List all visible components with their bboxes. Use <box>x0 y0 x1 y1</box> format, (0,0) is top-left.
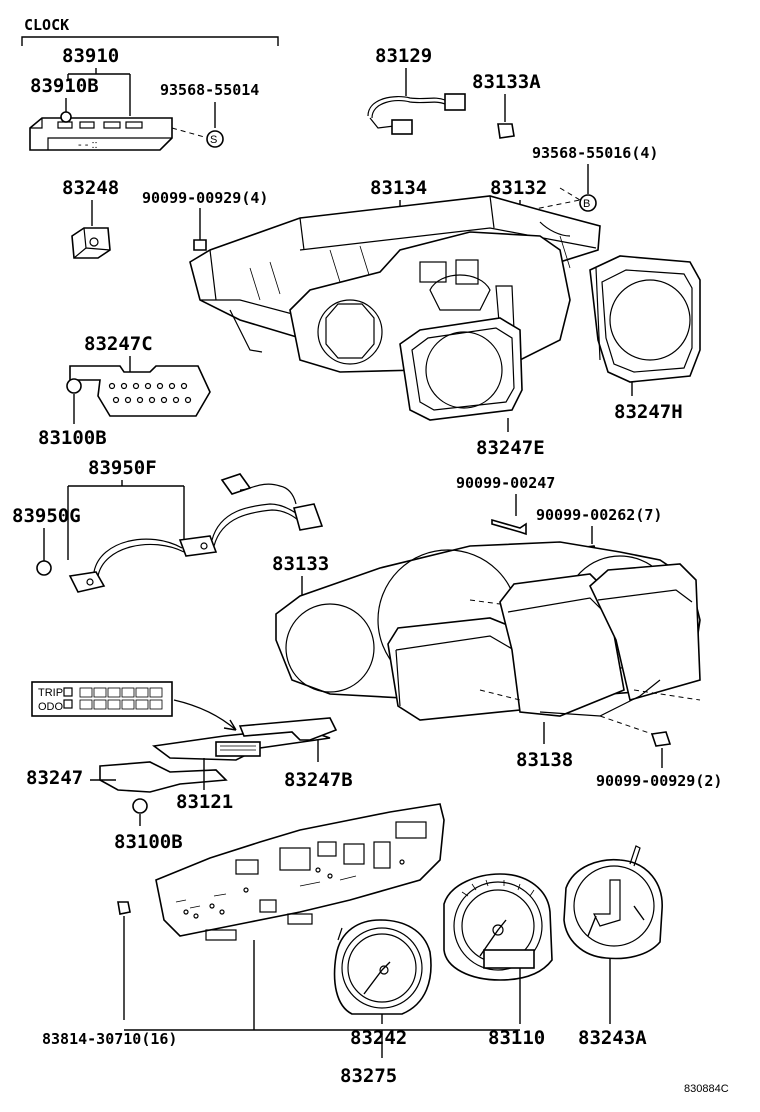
clock-bracket <box>21 36 279 46</box>
label-83950F: 83950F <box>88 457 157 479</box>
label-83950G: 83950G <box>12 505 81 527</box>
dash-90099-00929-2 <box>599 715 659 737</box>
diagram-code: 830884C <box>684 1083 729 1095</box>
socket-83248-part[interactable] <box>71 227 111 259</box>
hood-83247H-part[interactable] <box>589 255 701 383</box>
marker-s <box>206 130 224 148</box>
trip-label: TRIP <box>38 687 63 699</box>
marker-b <box>579 194 597 212</box>
label-83248: 83248 <box>62 177 119 199</box>
label-83110: 83110 <box>488 1027 545 1049</box>
label-83243A: 83243A <box>578 1027 647 1049</box>
label-83814-30710: 83814-30710(16) <box>42 1030 177 1048</box>
inset-arrow <box>173 699 237 731</box>
cluster-case-83138-part[interactable] <box>387 563 701 721</box>
plate-83247-part[interactable] <box>99 761 228 793</box>
screw-83814-30710-part[interactable] <box>117 901 131 915</box>
wire-harness-83950F-part[interactable] <box>68 473 324 593</box>
marker-b-text: B <box>583 198 590 210</box>
clock-unit-part[interactable]: - - :: <box>29 117 173 151</box>
plate-83247B-part[interactable] <box>238 717 338 741</box>
screw-90099-00247-part[interactable] <box>491 518 527 536</box>
marker-s-text: S <box>210 134 217 146</box>
svg-text:- - ::: - - :: <box>78 139 98 151</box>
speedometer-83110-part[interactable] <box>443 873 553 981</box>
label-83247C: 83247C <box>84 333 153 355</box>
clock-group-label: CLOCK <box>24 16 69 34</box>
label-83100B-bottom: 83100B <box>114 831 183 853</box>
printed-circuit-board-part[interactable] <box>155 803 445 941</box>
hood-83247E-part[interactable] <box>399 317 523 421</box>
bulb-83100B-top-part[interactable] <box>66 378 82 394</box>
label-93568-55014: 93568-55014 <box>160 81 259 99</box>
label-83247H: 83247H <box>614 401 683 423</box>
label-90099-00929-2: 90099-00929(2) <box>596 772 722 790</box>
label-83121: 83121 <box>176 791 233 813</box>
label-83132: 83132 <box>490 177 547 199</box>
label-83133: 83133 <box>272 553 329 575</box>
label-83138: 83138 <box>516 749 573 771</box>
label-83242: 83242 <box>350 1027 407 1049</box>
screw-90099-00929-part[interactable] <box>193 239 207 251</box>
leader-83275 <box>124 940 520 1058</box>
bulb-83100B-bottom-part[interactable] <box>132 798 148 814</box>
wire-harness-83129-part[interactable] <box>367 93 466 135</box>
label-83247B: 83247B <box>284 769 353 791</box>
label-90099-00929-4: 90099-00929(4) <box>142 189 268 207</box>
dash-93568-55016 <box>529 187 581 211</box>
label-83133A: 83133A <box>472 71 541 93</box>
label-83129: 83129 <box>375 45 432 67</box>
bulb-83950G-part[interactable] <box>36 560 52 576</box>
odometer-inset: TRIP ODO <box>31 681 173 717</box>
label-83247E: 83247E <box>476 437 545 459</box>
screw-90099-00929-2-part[interactable] <box>650 731 672 747</box>
display-83121-part[interactable] <box>151 727 331 761</box>
gauge-83242-part[interactable] <box>333 919 432 1015</box>
label-83134: 83134 <box>370 177 427 199</box>
label-83100B-top: 83100B <box>38 427 107 449</box>
leader-83950F <box>67 480 185 560</box>
clip-83133A-part[interactable] <box>497 123 515 139</box>
odo-label: ODO <box>38 701 64 713</box>
label-90099-00262: 90099-00262(7) <box>536 506 662 524</box>
label-83247: 83247 <box>26 767 83 789</box>
dash-93568-55014 <box>171 127 209 139</box>
label-83275: 83275 <box>340 1065 397 1087</box>
circuit-83247C-part[interactable] <box>69 365 211 417</box>
clock-group: CLOCK <box>21 16 279 46</box>
label-83910B: 83910B <box>30 75 99 97</box>
gauge-83243A-part[interactable] <box>563 845 663 960</box>
bulb-83910B-part[interactable] <box>60 111 72 123</box>
label-93568-55016: 93568-55016(4) <box>532 144 658 162</box>
leader-83910 <box>67 68 131 116</box>
label-83910: 83910 <box>62 45 119 67</box>
label-90099-00247: 90099-00247 <box>456 474 555 492</box>
